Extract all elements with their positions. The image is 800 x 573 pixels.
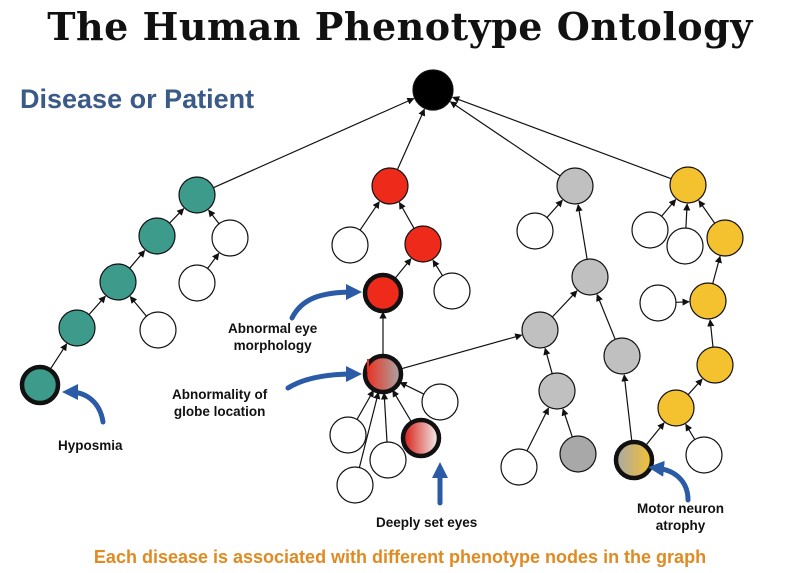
node-w11: [500, 448, 538, 486]
pointer-motor-neuron: [648, 460, 691, 503]
edge-y4-y2: [596, 293, 616, 340]
node-w5: [433, 272, 471, 310]
edge-o1-root: [452, 96, 672, 180]
edge-w8-g0: [380, 392, 389, 443]
node-w7: [329, 416, 367, 454]
label-pointers: [62, 284, 691, 506]
edge-w2-w1: [207, 252, 220, 269]
pointer-globe-location: [285, 366, 363, 391]
edge-y5-y3: [543, 347, 553, 374]
node-o2: [706, 219, 744, 257]
edge-om-o5: [644, 422, 665, 447]
edge-d1-g0: [392, 389, 413, 423]
edge-t3-t2: [129, 249, 146, 269]
diagram-title: The Human Phenotype Ontology: [47, 4, 753, 49]
edge-o5-o4: [687, 378, 703, 396]
edge-w14-o3: [675, 298, 690, 306]
pointer-abnormal-eye: [289, 284, 362, 321]
node-y1: [556, 167, 594, 205]
edge-om-y4: [621, 374, 633, 443]
label-hyposmia: Hyposmia: [58, 438, 123, 453]
label-deeply-set-eyes: Deeply set eyes: [376, 515, 478, 530]
graph-nodes: [19, 69, 744, 504]
node-w12: [631, 211, 669, 249]
node-y2: [571, 258, 609, 296]
label-abnormal-eye-line1: Abnormal eye: [228, 321, 318, 336]
node-d1: [400, 417, 442, 459]
node-t3: [99, 263, 137, 301]
label-motor-line2: atrophy: [655, 518, 706, 533]
edge-o4-o3: [707, 319, 715, 348]
node-t5: [19, 364, 61, 406]
label-globe-line1: Abnormality of: [172, 387, 268, 402]
node-w4: [331, 226, 369, 264]
node-w2: [178, 264, 216, 302]
edge-o3-o2: [712, 255, 722, 284]
edge-w4-r1: [359, 201, 380, 231]
edge-g0-y3: [400, 333, 523, 370]
edge-r3-r2: [393, 258, 412, 280]
label-abnormal-eye-morphology: Abnormal eye morphology: [228, 320, 317, 354]
edge-y3-y2: [551, 290, 578, 318]
node-t1: [178, 176, 216, 214]
edge-w10-y1: [546, 199, 563, 218]
node-y4: [603, 337, 641, 375]
node-w9: [336, 466, 374, 504]
edge-w9-g0: [358, 391, 381, 468]
node-root: [412, 69, 454, 111]
label-motor-neuron-atrophy: Motor neuron atrophy: [637, 500, 724, 534]
edge-y2-y1: [575, 203, 588, 260]
node-o1: [669, 166, 707, 204]
edge-r2-r1: [398, 201, 415, 229]
node-w3: [139, 311, 177, 349]
label-motor-line1: Motor neuron: [637, 501, 724, 516]
edge-y6-y5: [561, 408, 573, 438]
node-t4: [58, 309, 96, 347]
node-w14: [639, 284, 677, 322]
node-r1: [371, 167, 409, 205]
node-om: [613, 439, 655, 481]
edge-w6-g0: [399, 381, 425, 395]
footer-caption: Each disease is associated with differen…: [93, 547, 707, 567]
pointer-hyposmia: [62, 384, 106, 425]
edge-w11-y5: [526, 407, 550, 452]
node-w10: [516, 212, 554, 250]
edge-w13-o1: [683, 203, 691, 229]
diagram-subtitle: Disease or Patient: [20, 84, 255, 114]
node-w8: [369, 441, 407, 479]
edge-w7-g0: [356, 389, 375, 420]
edge-o2-o1: [698, 200, 716, 224]
edge-w1-t1: [208, 209, 220, 225]
edge-w5-r2: [432, 259, 444, 277]
node-t2: [138, 217, 176, 255]
node-o4: [696, 346, 734, 384]
node-g0: [362, 353, 404, 395]
node-w6: [421, 383, 459, 421]
node-w13: [666, 227, 704, 265]
label-abnormal-eye-line2: morphology: [233, 338, 312, 353]
node-r3: [362, 272, 404, 314]
edge-r1-root: [396, 108, 426, 170]
node-y6: [559, 435, 597, 473]
node-o5: [657, 389, 695, 427]
node-y3: [521, 311, 559, 349]
graph-edges: [49, 96, 722, 468]
node-w15: [685, 436, 723, 474]
edge-w3-t3: [129, 296, 147, 317]
label-globe-location: Abnormality of globe location: [172, 386, 267, 420]
node-w1: [211, 219, 249, 257]
edge-w12-o1: [661, 198, 677, 217]
edge-t2-t1: [169, 208, 185, 224]
node-y5: [538, 372, 576, 410]
edge-t4-t3: [88, 295, 106, 315]
label-globe-line2: globe location: [173, 404, 266, 419]
edge-y1-root: [449, 101, 561, 177]
node-r2: [404, 225, 442, 263]
edge-t5-t4: [49, 343, 68, 371]
node-o3: [689, 282, 727, 320]
edge-t1-root: [213, 97, 415, 189]
edge-w15-o5: [685, 423, 696, 440]
